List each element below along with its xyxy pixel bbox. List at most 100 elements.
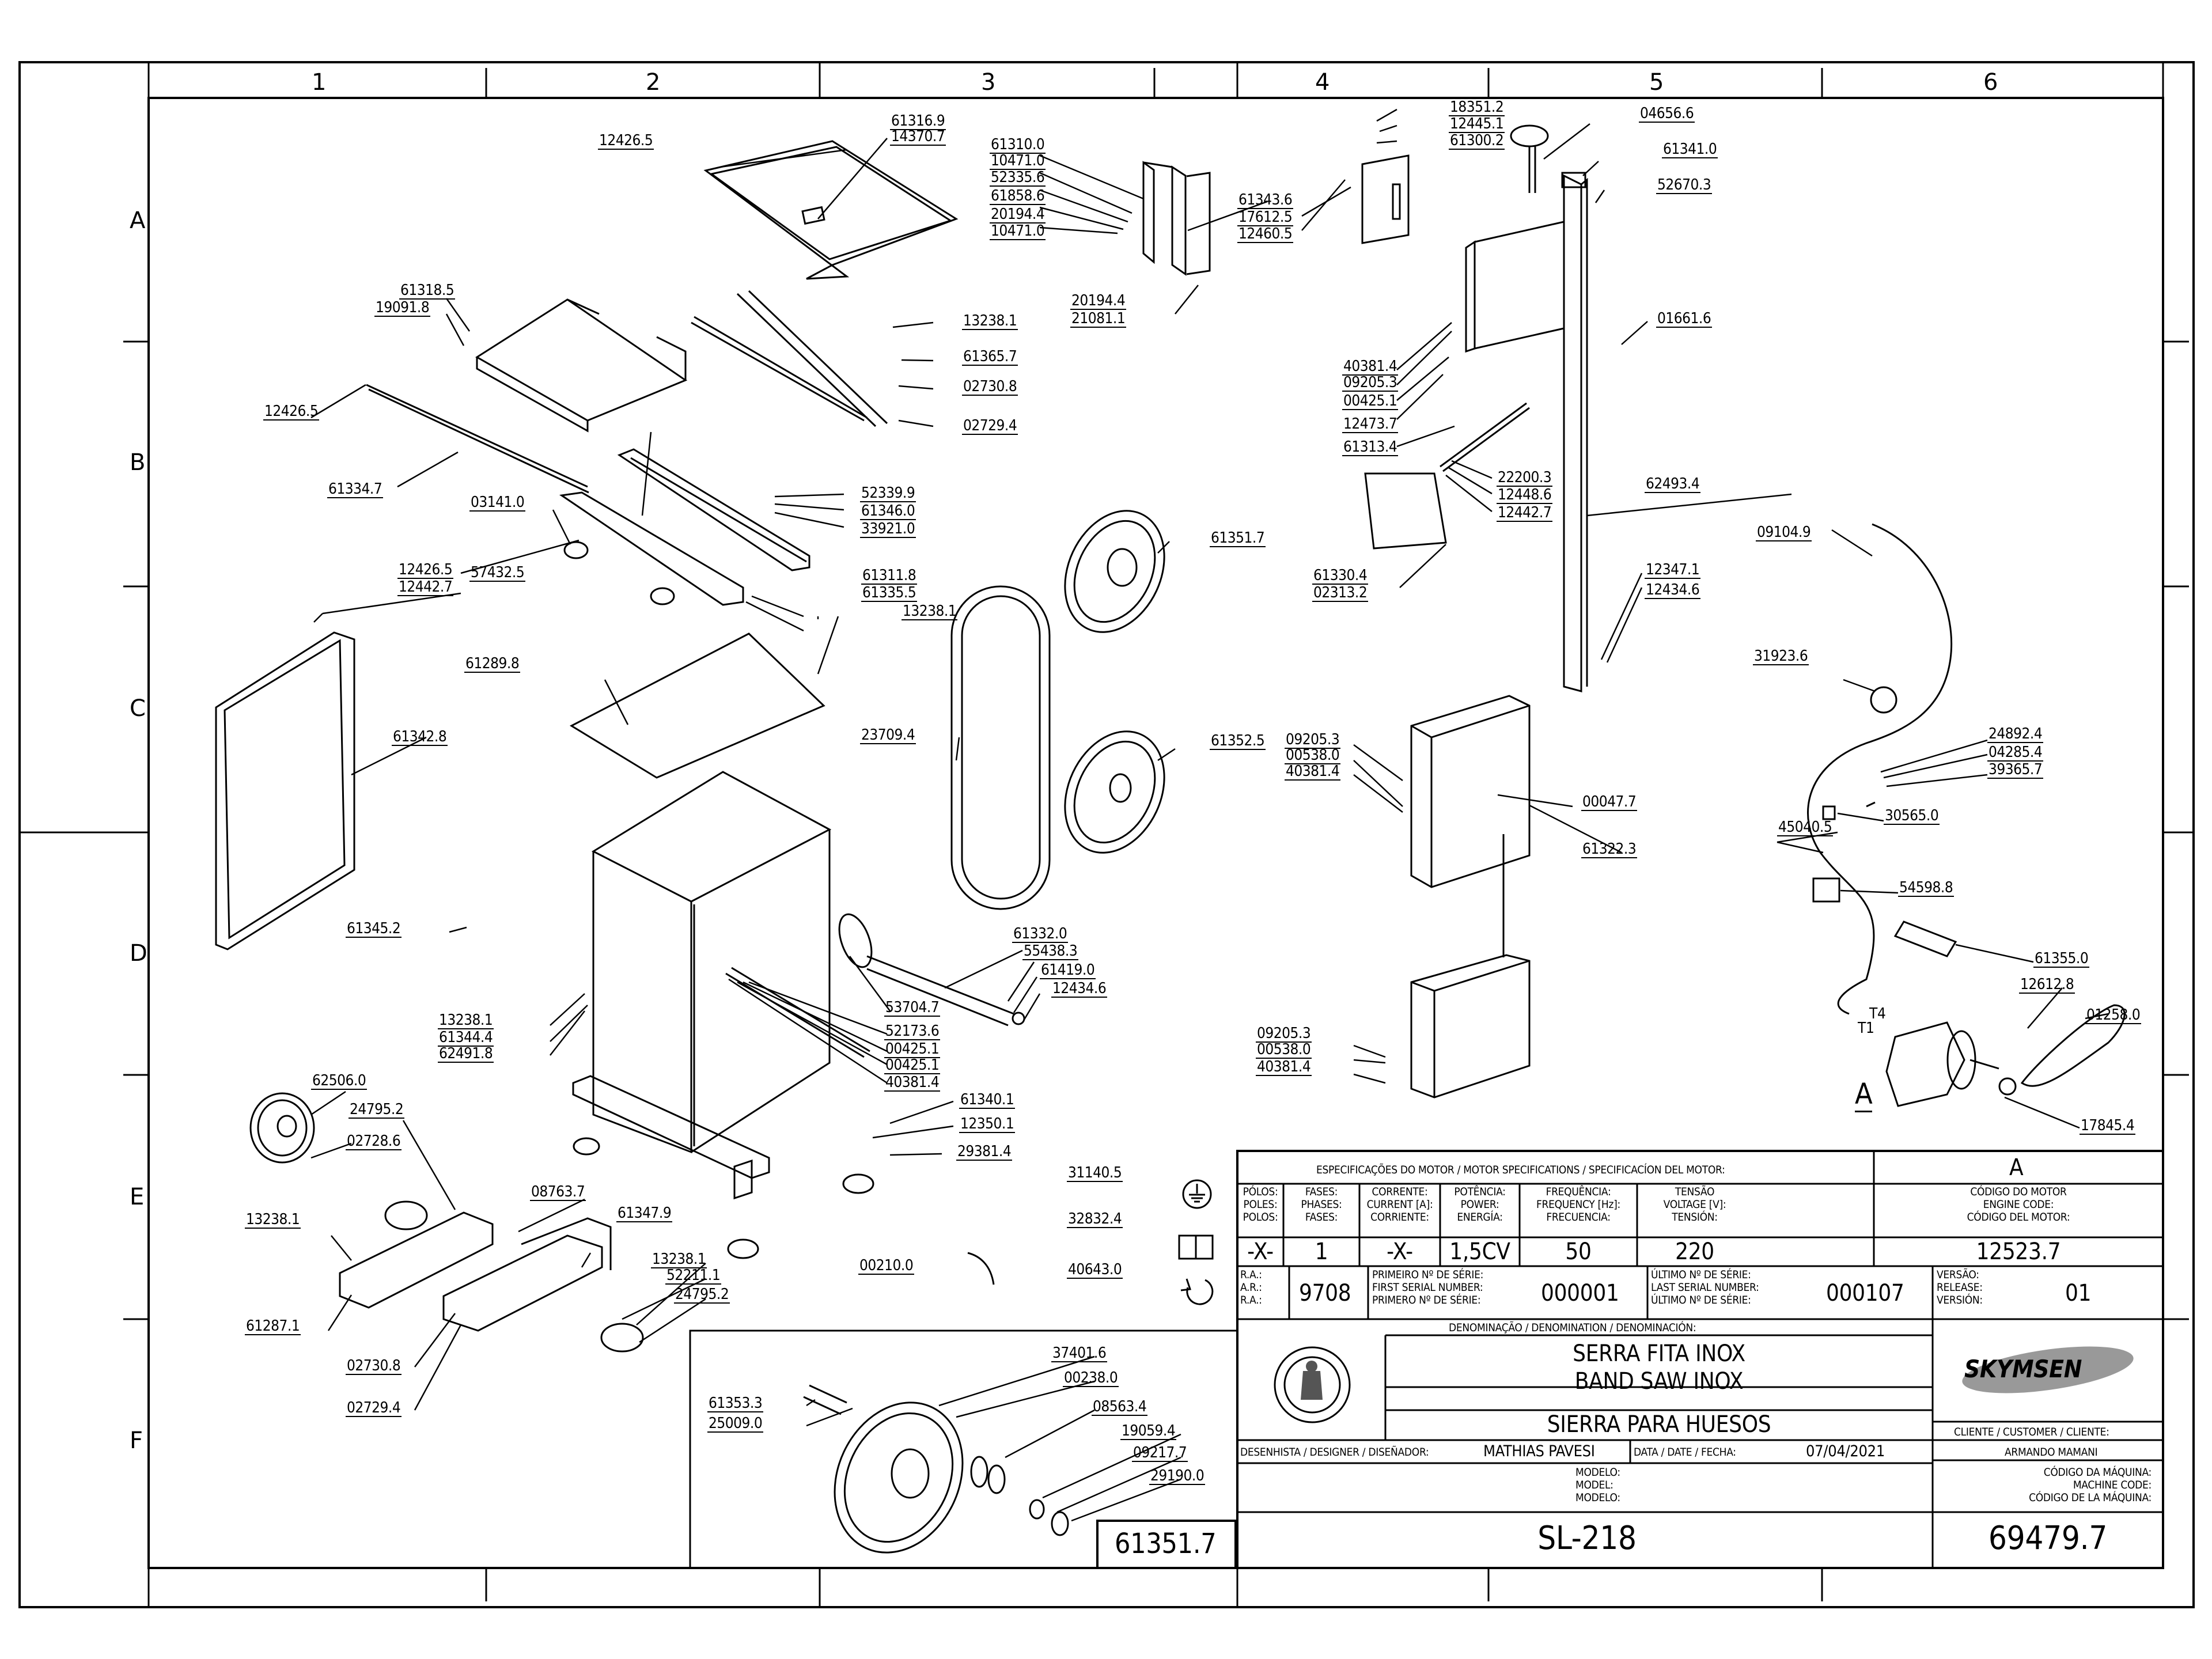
part-label: 61313.4	[1342, 438, 1399, 456]
part-label: 61365.7	[962, 348, 1018, 366]
part-label: 30565.0	[1884, 807, 1940, 825]
part-label: 62506.0	[311, 1072, 368, 1090]
part-label: 61311.8	[861, 567, 918, 585]
grid-row-a: A	[130, 207, 146, 234]
ra-value: 9708	[1299, 1280, 1351, 1306]
part-label: 13238.1	[902, 603, 958, 620]
part-label: 12347.1	[1645, 561, 1701, 579]
part-label: 40381.4	[1256, 1058, 1312, 1076]
machine-name-en: BAND SAW INOX	[1574, 1368, 1744, 1395]
variant-code: A	[2009, 1154, 2024, 1181]
grid-col-5: 5	[1649, 69, 1664, 96]
part-label: 31923.6	[1753, 647, 1809, 665]
part-label: 61300.2	[1449, 132, 1505, 150]
header-poles: PÓLOS:POLES:POLOS:	[1243, 1185, 1278, 1224]
spring-part	[967, 1252, 995, 1285]
part-label: 37401.6	[1051, 1344, 1108, 1362]
part-label: 24795.2	[674, 1286, 730, 1304]
part-label: 12426.5	[598, 132, 654, 150]
grid-row-f: F	[130, 1427, 143, 1454]
part-label: 61334.7	[327, 480, 384, 498]
machine-code-value: 69479.7	[1988, 1520, 2108, 1557]
grid-col-3: 3	[981, 69, 996, 96]
part-label: 52339.9	[860, 484, 916, 502]
header-frequency: FREQUÊNCIA:FREQUENCY [Hz]:FRECUENCIA:	[1536, 1185, 1620, 1224]
part-label: 00047.7	[1581, 793, 1638, 811]
part-label: 17612.5	[1237, 209, 1294, 226]
part-label: 52670.3	[1656, 176, 1713, 194]
part-label: 00538.0	[1285, 747, 1341, 764]
date-value: 07/04/2021	[1806, 1442, 1885, 1460]
part-label: 19091.8	[374, 299, 431, 317]
part-label: 09217.7	[1132, 1444, 1188, 1462]
part-label: 61316.9	[890, 112, 946, 130]
part-label: 21081.1	[1070, 310, 1127, 328]
part-label: 25009.0	[707, 1415, 764, 1433]
part-label: 12445.1	[1449, 115, 1505, 133]
motor-terminal-t4: T4	[1869, 1005, 1886, 1022]
part-label: 10471.0	[990, 222, 1046, 240]
part-label: 31140.5	[1067, 1164, 1123, 1182]
part-label: 61353.3	[707, 1395, 764, 1412]
lower-wheel-part	[1064, 730, 1165, 854]
ra-labels: R.A.:A.R.:R.A.:	[1240, 1268, 1262, 1306]
part-label: 19059.4	[1120, 1422, 1177, 1440]
part-label: 12350.1	[959, 1115, 1016, 1133]
part-label: 32832.4	[1067, 1210, 1123, 1228]
designer-value: MATHIAS PAVESI	[1483, 1442, 1595, 1460]
part-label: 61341.0	[1662, 141, 1718, 158]
part-label: 03141.0	[469, 494, 526, 512]
part-label: 52211.1	[665, 1267, 722, 1285]
part-label: 61858.6	[990, 187, 1046, 205]
part-label: 02729.4	[346, 1399, 402, 1417]
value-power: 1,5CV	[1449, 1238, 1510, 1265]
part-label: 61345.2	[346, 920, 402, 938]
part-label: 52173.6	[884, 1022, 941, 1040]
first-serial-labels: PRIMEIRO Nº DE SÉRIE:FIRST SERIAL NUMBER…	[1372, 1268, 1484, 1306]
part-label: 22200.3	[1497, 469, 1553, 487]
manual-icon	[1178, 1234, 1214, 1260]
date-label: DATA / DATE / FECHA:	[1634, 1446, 1736, 1459]
part-label: 12426.5	[397, 561, 454, 579]
client-label: CLIENTE / CUSTOMER / CLIENTE:	[1954, 1426, 2109, 1438]
part-label: 61344.4	[438, 1029, 494, 1047]
part-label: 00425.1	[884, 1040, 941, 1058]
part-label: 61343.6	[1237, 191, 1294, 209]
lower-cover-part	[1410, 834, 1531, 1099]
part-label: 24795.2	[349, 1101, 405, 1119]
header-power: POTÊNCIA:POWER:ENERGÍA:	[1454, 1185, 1506, 1224]
value-current: -X-	[1387, 1238, 1413, 1265]
version-labels: VERSÃO:RELEASE:VERSIÓN:	[1937, 1268, 1983, 1306]
ground-symbol-icon	[1182, 1179, 1212, 1209]
part-label: 13238.1	[962, 312, 1018, 330]
part-label: 61355.0	[2033, 950, 2090, 968]
part-label: 61419.0	[1040, 961, 1096, 979]
last-serial-value: 000107	[1826, 1280, 1904, 1306]
part-label: 45040.5	[1777, 819, 1834, 836]
part-label: 18351.2	[1449, 99, 1505, 116]
part-label: 01661.6	[1656, 310, 1713, 328]
authorized-service-seal	[1274, 1346, 1351, 1423]
guide-bracket-part	[1893, 921, 1957, 957]
value-phases: 1	[1315, 1238, 1328, 1265]
part-label: 40643.0	[1067, 1261, 1123, 1279]
designer-label: DESENHISTA / DESIGNER / DISEÑADOR:	[1240, 1446, 1429, 1459]
part-label: 12612.8	[2019, 976, 2075, 994]
part-label: 55438.3	[1022, 942, 1079, 960]
rotation-icon	[1180, 1278, 1214, 1305]
detail-callout-a: A	[1855, 1077, 1873, 1112]
value-voltage: 220	[1675, 1238, 1714, 1265]
part-label: 23709.4	[860, 726, 916, 744]
grid-row-e: E	[130, 1184, 145, 1210]
upper-cover-part	[1410, 695, 1531, 888]
part-label: 40381.4	[1342, 358, 1399, 376]
part-label: 08563.4	[1092, 1398, 1148, 1416]
part-label: 04656.6	[1639, 105, 1695, 123]
part-label: 61332.0	[1012, 925, 1069, 943]
part-label: 04285.4	[1987, 744, 2044, 762]
part-label: 20194.4	[1070, 292, 1127, 310]
part-label: 61340.1	[959, 1091, 1016, 1109]
part-label: 10471.0	[990, 152, 1046, 170]
detail-part-number: 61351.7	[1115, 1528, 1217, 1560]
